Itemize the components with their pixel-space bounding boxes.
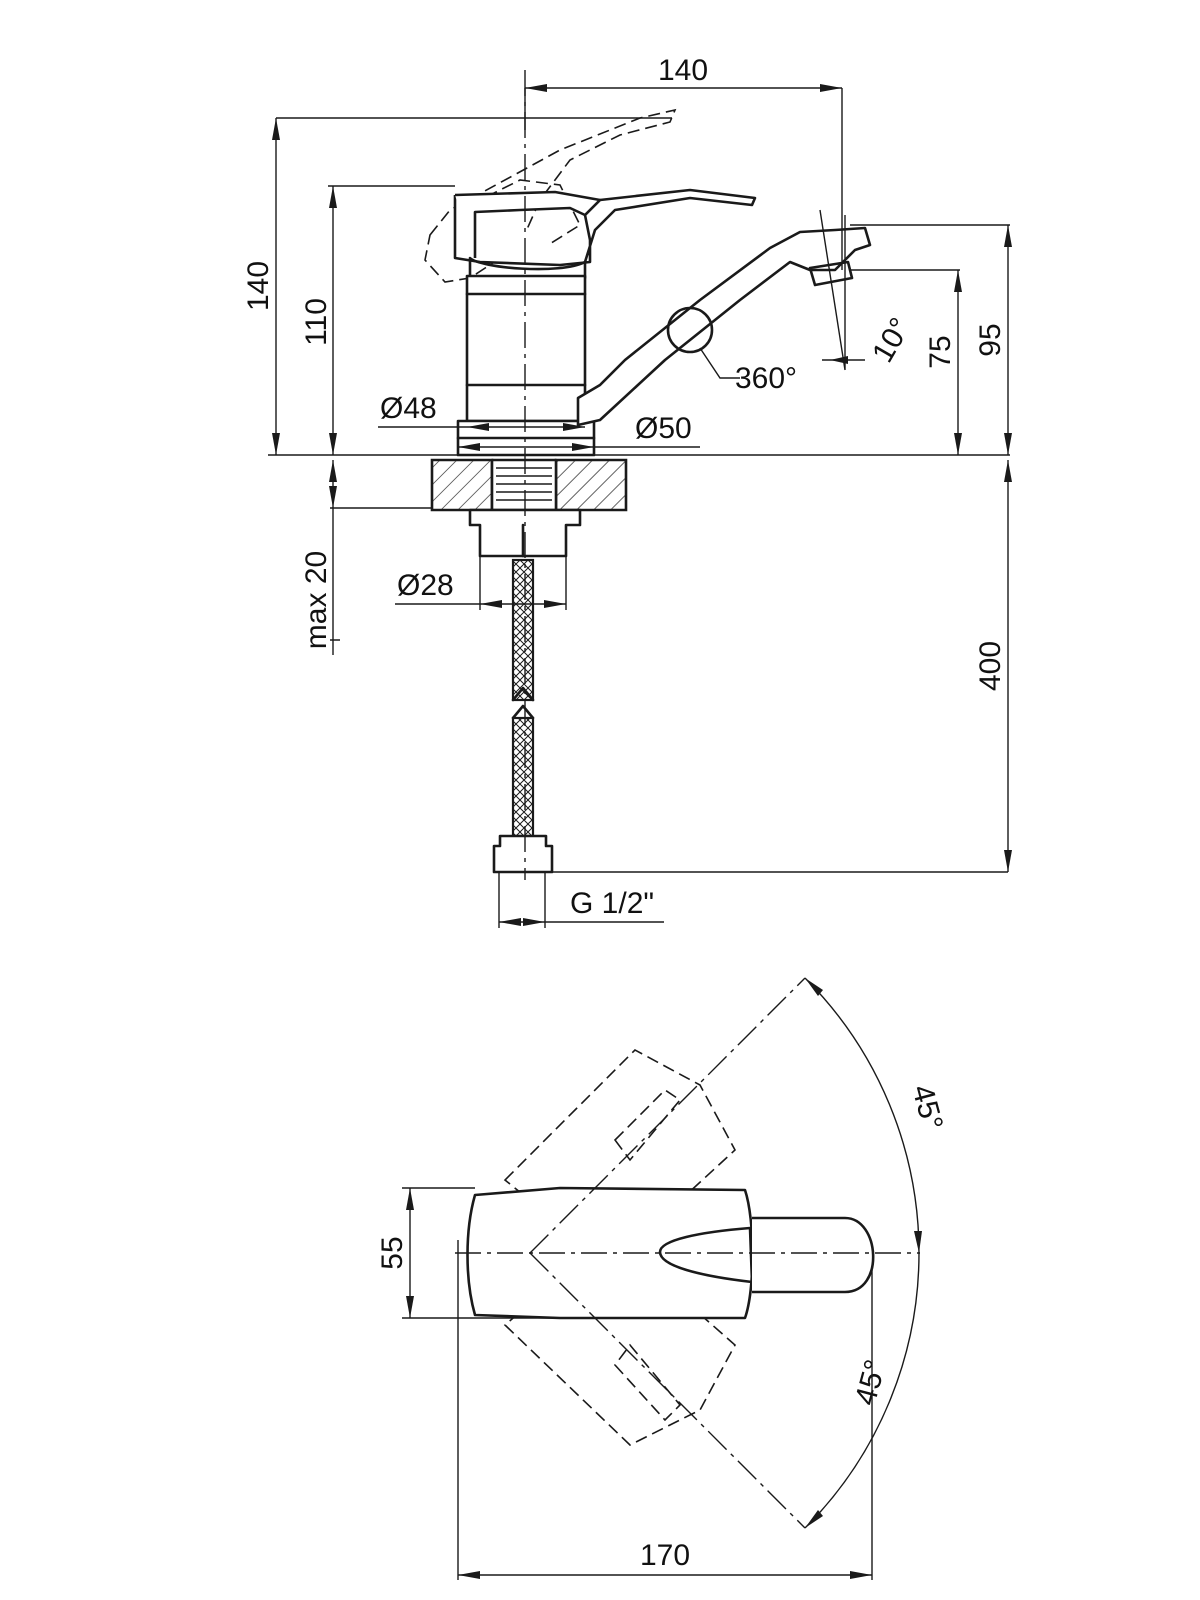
dim-body-height: 110 <box>300 298 333 346</box>
dim-outlet-height: 75 <box>924 335 957 368</box>
rotated-handle-up-slot <box>613 1088 682 1162</box>
dim-base-diameter: Ø48 <box>380 392 437 425</box>
dim-spout-diameter: Ø50 <box>635 412 692 445</box>
dim-max-thickness: max 20 <box>300 551 333 649</box>
dim-top-width: 140 <box>658 54 708 87</box>
dim-handle-width: 55 <box>376 1236 409 1269</box>
dim-rotation-up: 45° <box>905 1081 949 1133</box>
dim-overall-length: 170 <box>640 1539 690 1572</box>
hose-break-2 <box>511 704 535 720</box>
dim-total-height: 140 <box>242 261 275 311</box>
dim-connector-thread: G 1/2" <box>570 887 654 920</box>
body-cylinder <box>465 274 587 423</box>
dim-spout-height: 95 <box>974 323 1007 356</box>
countertop-left <box>430 458 494 512</box>
spout-aerator <box>808 260 854 287</box>
side-view: 140 140 110 Ø48 Ø50 360° 10° 75 <box>242 54 1012 928</box>
connector <box>492 834 554 874</box>
hose-upper <box>511 558 535 702</box>
rotated-handle-down-slot <box>613 1343 682 1422</box>
spout-top-view <box>752 1216 875 1294</box>
hose-break <box>511 686 535 702</box>
handle-slot <box>658 1226 754 1284</box>
countertop-right <box>554 458 628 512</box>
hose-lower <box>511 716 535 838</box>
lifted-handle-outline <box>424 108 677 283</box>
swivel-joint <box>666 306 714 354</box>
dim-spout-angle: 10° <box>866 312 917 368</box>
spout <box>576 226 872 427</box>
dim-hose-length: 400 <box>974 641 1007 691</box>
handle-top <box>454 190 602 258</box>
rotation-ray-up <box>529 977 806 1254</box>
rotation-arc-up <box>804 977 920 1254</box>
dim-thread-diameter: Ø28 <box>397 569 454 602</box>
extension-lines <box>268 88 1010 928</box>
top-view: 45° 45° 55 170 <box>376 977 949 1580</box>
thread-lines <box>496 467 552 501</box>
dim-rotation-down: 45° <box>849 1356 893 1408</box>
rotation-arc-down <box>804 1252 920 1529</box>
rotation-ray-down <box>529 1252 806 1529</box>
dim-swivel: 360° <box>735 362 797 395</box>
handle-top-view <box>466 1186 754 1320</box>
